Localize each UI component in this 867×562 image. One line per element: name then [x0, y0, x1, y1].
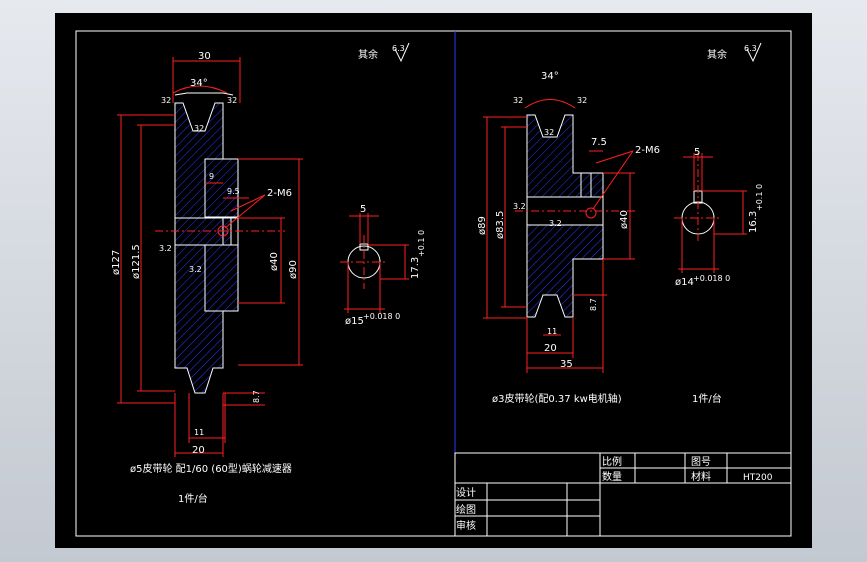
right-dim-groove-inner: 32	[544, 128, 554, 137]
title-design-label: 设计	[456, 486, 476, 499]
left-dim-dia-bore: ø40	[269, 252, 280, 271]
left-dim-angle: 34°	[190, 78, 208, 89]
right-key-depth: 16.3	[748, 211, 759, 233]
title-material-label: 材料	[691, 470, 711, 483]
svg-text:6.3: 6.3	[744, 44, 757, 53]
right-dim-groove-bottom: 11	[547, 327, 557, 336]
left-key-depth-tol: +0.1 0	[417, 230, 426, 257]
svg-text:6.3: 6.3	[392, 44, 405, 53]
left-dim-groove-depth: 8.7	[252, 390, 261, 403]
right-dim-angle: 34°	[541, 71, 559, 82]
right-keyway-section	[674, 153, 747, 273]
drawing-sheet[interactable]: 30 34° 32 32 32 ø127 ø121.5 9 9.5 2-M6 3…	[55, 13, 812, 548]
left-dim-hub-step: 9.5	[227, 187, 240, 196]
title-check-label: 审核	[456, 519, 476, 532]
left-surface-note: 其余	[358, 48, 378, 61]
right-dim-dia-pitch: ø83.5	[495, 211, 506, 239]
right-key-width: 5	[694, 147, 700, 158]
left-dim-dia-hub: ø90	[288, 260, 299, 279]
left-dim-groove-bottom: 11	[194, 428, 204, 437]
left-dim-dia-pitch: ø121.5	[131, 244, 142, 279]
title-material-value: HT200	[743, 473, 773, 483]
left-dim-bore-rough: 3.2	[159, 244, 172, 253]
left-dim-dia-outer: ø127	[111, 250, 122, 275]
right-dim-dia-bore: ø40	[619, 210, 630, 229]
drawing-canvas: 30 34° 32 32 32 ø127 ø121.5 9 9.5 2-M6 3…	[75, 30, 792, 537]
left-caption: ø5皮带轮 配1/60 (60型)蜗轮减速器	[130, 462, 292, 475]
left-key-width: 5	[360, 204, 366, 215]
right-dim-groove-l: 32	[513, 96, 523, 105]
right-dim-width-a: 20	[544, 343, 557, 354]
left-dim-groove-r: 32	[227, 96, 237, 105]
right-dim-thread: 2-M6	[635, 145, 660, 156]
left-dim-width-top: 30	[198, 51, 211, 62]
title-qty-label: 数量	[602, 470, 622, 483]
left-roughness-icon: 6.3	[392, 42, 410, 63]
right-surface-note: 其余	[707, 48, 727, 61]
drawing-border	[75, 30, 792, 537]
right-dim-hub-step: 7.5	[591, 137, 607, 148]
left-pulley-section	[117, 57, 303, 457]
left-quantity: 1件/台	[178, 492, 208, 505]
right-key-dia: ø14	[675, 277, 694, 288]
right-dim-groove-r: 32	[577, 96, 587, 105]
right-pulley-section	[483, 99, 635, 373]
left-dim-thread: 2-M6	[267, 188, 292, 199]
right-dim-groove-depth: 8.7	[589, 298, 598, 311]
title-scale-label: 比例	[602, 455, 622, 468]
left-dim-hub-gap: 9	[209, 172, 214, 181]
right-dim-width-b: 35	[560, 359, 573, 370]
title-block	[454, 452, 792, 537]
left-dim-groove-l: 32	[161, 96, 171, 105]
left-dim-groove-inner: 32	[194, 124, 204, 133]
right-dim-bore-rough: 3.2	[513, 202, 526, 211]
title-draw-label: 绘图	[456, 503, 476, 516]
right-key-depth-tol: +0.1 0	[755, 184, 764, 211]
right-dim-dia-outer: ø89	[477, 216, 488, 235]
right-dim-bore-rough2: 3.2	[549, 219, 562, 228]
title-drawing-no-label: 图号	[691, 456, 711, 468]
right-caption: ø3皮带轮(配0.37 kw电机轴)	[492, 392, 622, 405]
left-key-dia-tol: +0.018 0	[363, 312, 400, 321]
left-dim-width-bottom: 20	[192, 445, 205, 456]
right-quantity: 1件/台	[692, 392, 722, 405]
left-keyway-section	[340, 213, 409, 313]
left-key-depth: 17.3	[410, 257, 421, 279]
left-key-dia: ø15	[345, 316, 364, 327]
right-key-dia-tol: +0.018 0	[693, 274, 730, 283]
left-dim-bore-rough2: 3.2	[189, 265, 202, 274]
right-roughness-icon: 6.3	[744, 42, 762, 63]
